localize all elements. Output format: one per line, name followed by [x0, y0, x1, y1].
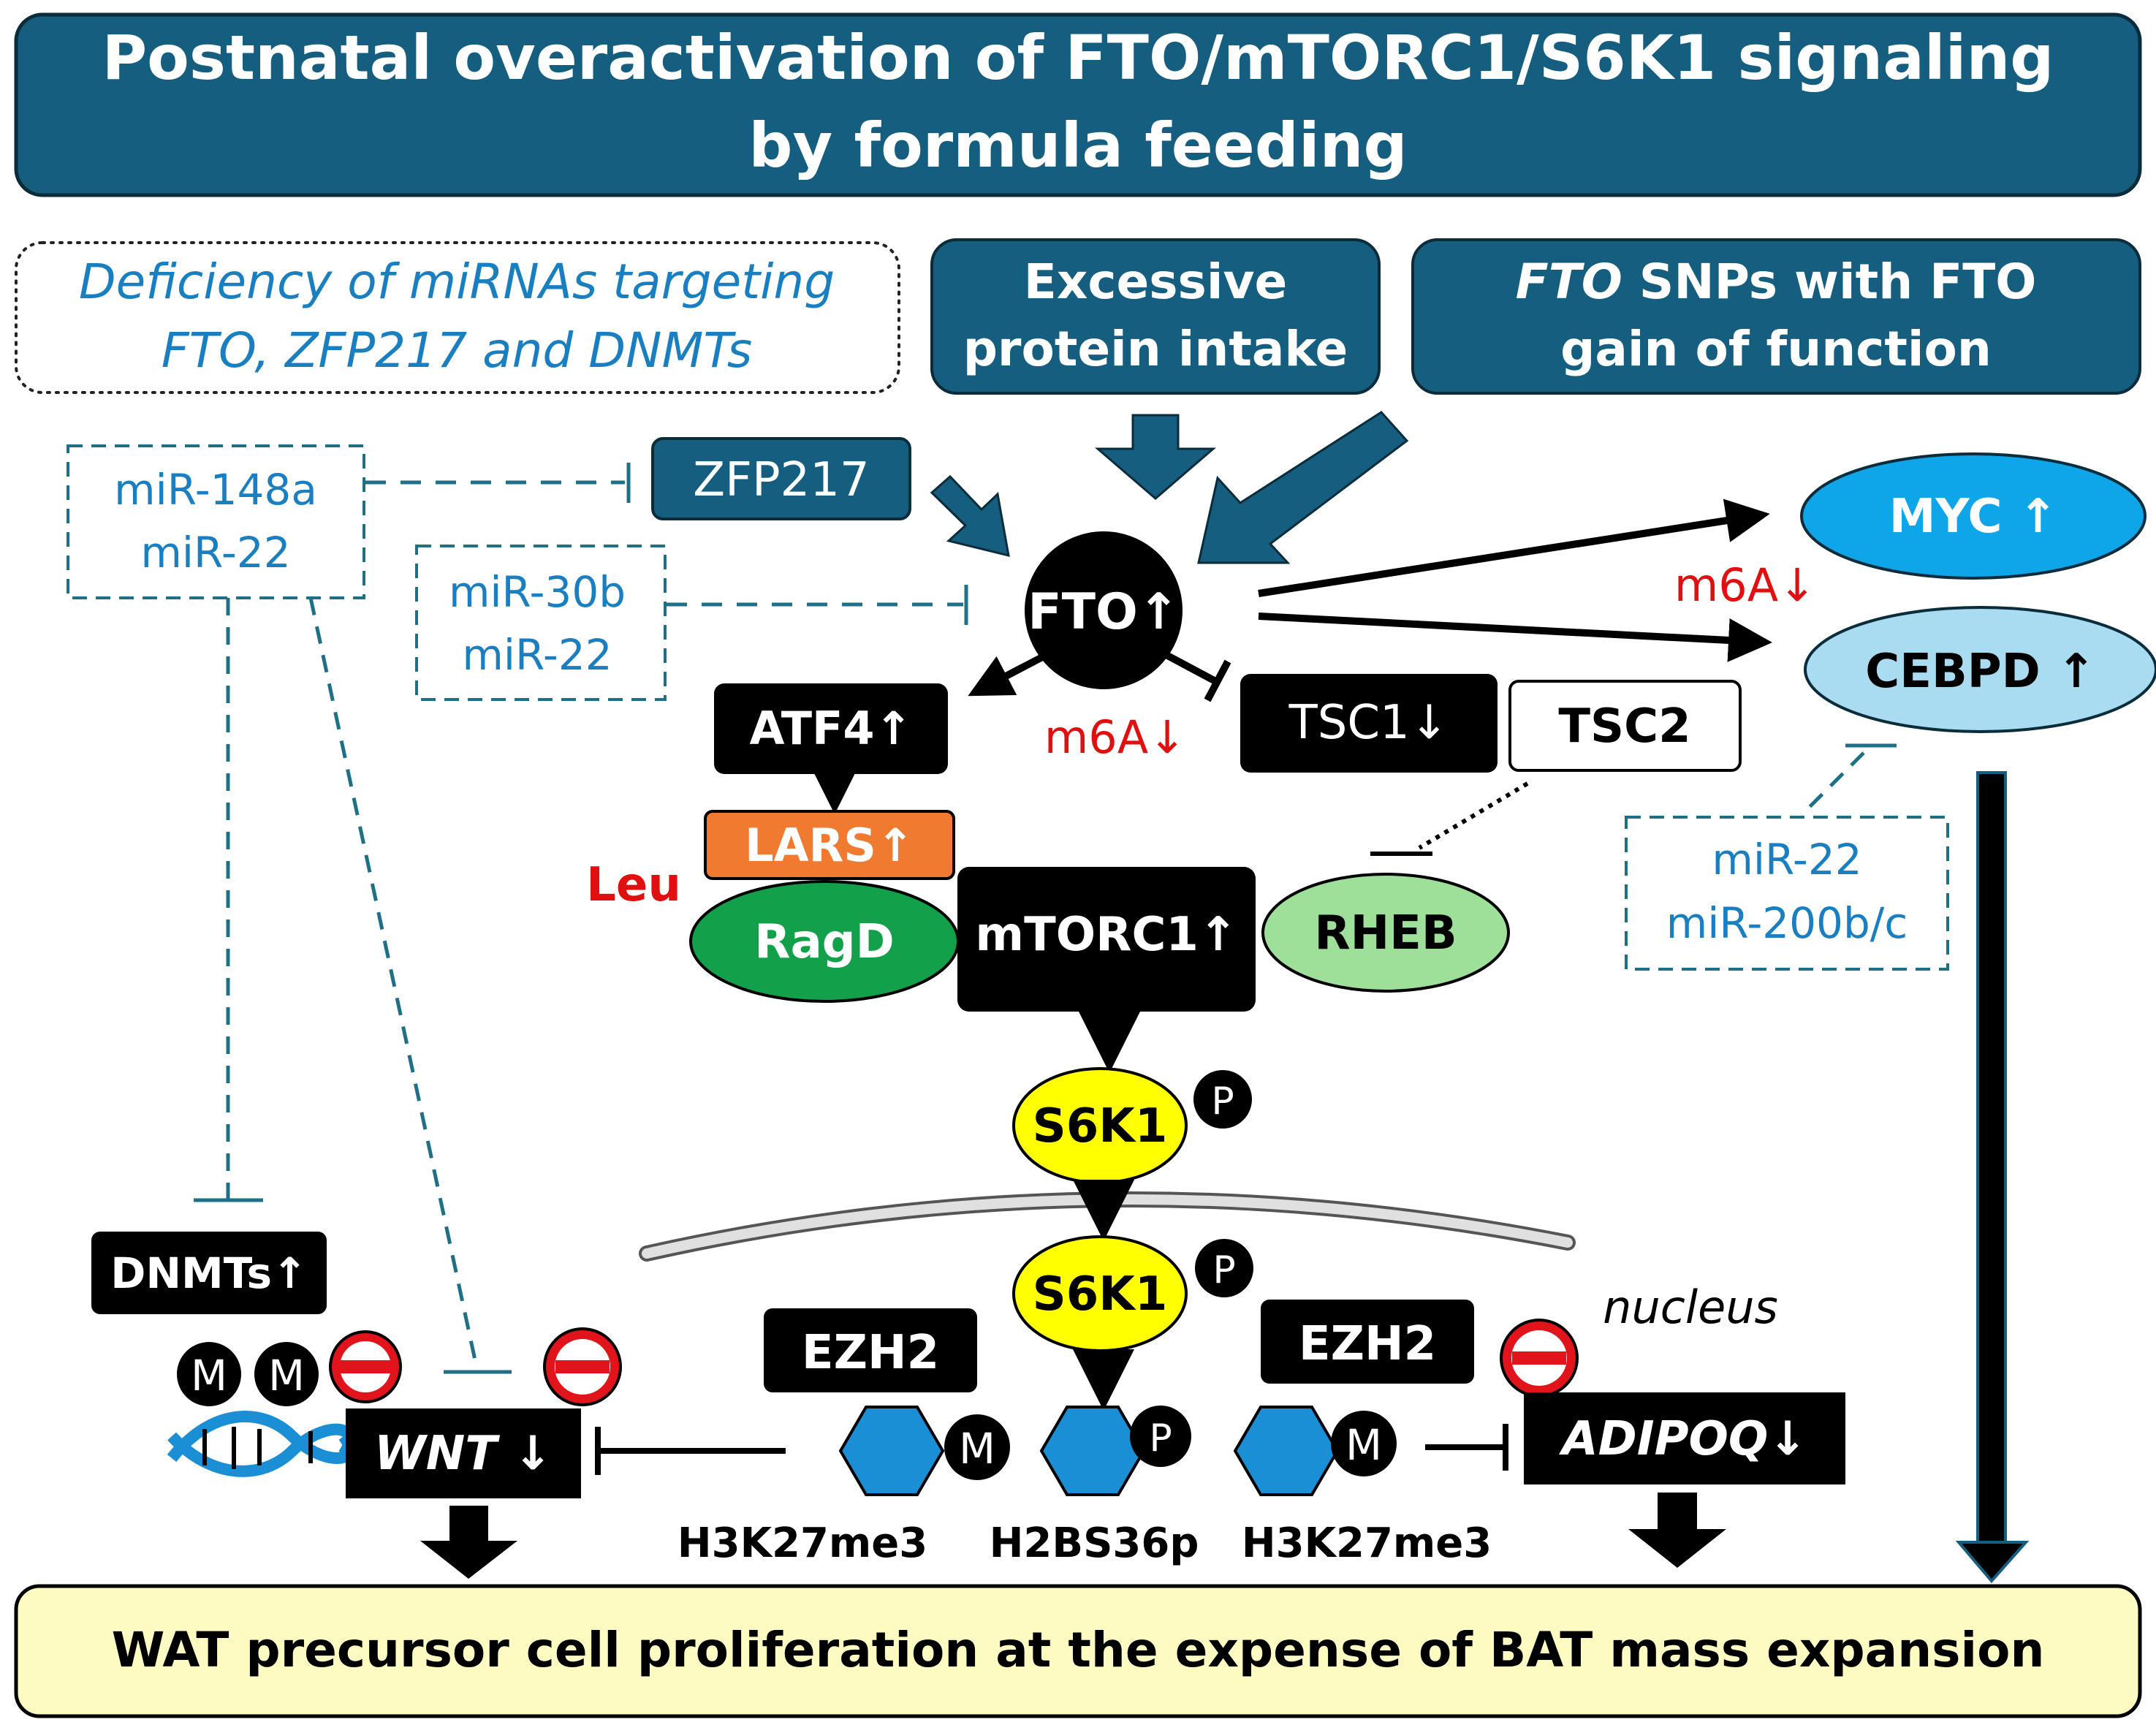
m6a-center-label: m6A↓ [1044, 710, 1186, 764]
stop-sign-icon [329, 1330, 402, 1403]
histone-inhibition-lines [595, 1424, 1508, 1475]
protein-intake-box: Excessive protein intake [930, 238, 1381, 395]
leu-label: Leu [586, 858, 681, 912]
svg-text:EZH2: EZH2 [1299, 1317, 1436, 1371]
svg-text:P: P [1212, 1248, 1235, 1292]
svg-text:EZH2: EZH2 [802, 1326, 939, 1380]
protein-line-1: Excessive [1024, 254, 1288, 310]
svg-text:DNMTs↑: DNMTs↑ [110, 1248, 307, 1298]
protein-line-2: protein intake [963, 321, 1348, 377]
atf4-box: ATF4↑ [714, 683, 948, 774]
svg-text:TSC1↓: TSC1↓ [1288, 696, 1449, 750]
histone-h3k27me3-left: M [838, 1406, 1010, 1496]
svg-text:M: M [191, 1351, 227, 1400]
deficiency-line-2: FTO, ZFP217 and DNMTs [162, 322, 753, 379]
svg-text:RagD: RagD [754, 915, 894, 969]
snp-gene: FTO [1516, 254, 1622, 310]
histone-h2bs36p: P [1039, 1406, 1191, 1496]
myc-node: MYC ↑ [1800, 452, 2146, 580]
title-banner: Postnatal overactivation of FTO/mTORC1/S… [14, 12, 2142, 197]
svg-text:WNT ↓: WNT ↓ [374, 1427, 553, 1481]
adipoq-box: ADIPOQ↓ [1524, 1392, 1845, 1484]
h2bs36p-label: H2BS36p [990, 1520, 1199, 1567]
title-line-2: by formula feeding [748, 110, 1407, 181]
mirna-group-mid: miR-30b miR-22 [415, 545, 667, 701]
snp-to-fto-arrow [1197, 411, 1409, 564]
zfp217-to-fto-arrow [930, 474, 1010, 558]
svg-text:FTO↑: FTO↑ [1028, 583, 1180, 641]
svg-text:mTORC1↑: mTORC1↑ [975, 908, 1237, 962]
cebpd-node: CEBPD ↑ [1804, 606, 2156, 733]
svg-text:LARS↑: LARS↑ [745, 819, 914, 872]
snp-line-2: gain of function [1560, 321, 1992, 377]
mirna-inhibition-lines [194, 463, 1897, 1374]
fto-snp-box: FTO SNPs with FTO gain of function [1411, 238, 2141, 395]
svg-text:ATF4↑: ATF4↑ [750, 702, 913, 755]
s6k1-nucleus: S6K1 P [1012, 1235, 1253, 1352]
protein-to-fto-arrow [1094, 414, 1217, 500]
ezh2-left: EZH2 [764, 1308, 977, 1392]
svg-text:M: M [268, 1351, 305, 1400]
tsc1-box: TSC1↓ [1240, 674, 1498, 773]
svg-text:M: M [959, 1424, 995, 1474]
dnmts-box: DNMTs↑ [91, 1232, 327, 1314]
ragd-node: RagD [689, 880, 960, 1003]
svg-text:WAT precursor cell proliferati: WAT precursor cell proliferation at the … [112, 1622, 2045, 1678]
cebpd-to-outcome-arrow [1955, 771, 2030, 1584]
lars-box: LARS↑ [704, 810, 955, 880]
svg-text:M: M [1345, 1420, 1382, 1470]
title-line-1: Postnatal overactivation of FTO/mTORC1/S… [102, 22, 2054, 94]
phospho-badge [1130, 1406, 1191, 1467]
methyl-badge [944, 1414, 1010, 1480]
mirna-group-right: miR-22 miR-200b/c [1625, 816, 1949, 971]
phospho-badge [1195, 1239, 1253, 1297]
tsc2-box: TSC2 [1508, 680, 1742, 772]
m6a-right-label: m6A↓ [1674, 558, 1816, 612]
svg-text:miR-200b/c: miR-200b/c [1666, 898, 1908, 948]
snp-line-1: SNPs with FTO [1622, 254, 2037, 310]
ezh2-right: EZH2 [1261, 1300, 1474, 1384]
svg-text:miR-30b: miR-30b [449, 567, 626, 617]
stop-sign-icon [543, 1327, 622, 1406]
fto-arrows [968, 498, 1772, 702]
svg-text:P: P [1149, 1417, 1172, 1460]
svg-text:CEBPD ↑: CEBPD ↑ [1865, 645, 2095, 699]
svg-text:ZFP217: ZFP217 [693, 453, 869, 507]
svg-text:TSC2: TSC2 [1558, 699, 1690, 754]
deficiency-line-1: Deficiency of miRNAs targeting [79, 254, 835, 310]
dna-helix-icon [167, 1411, 355, 1477]
wnt-to-outcome-arrow [420, 1506, 517, 1579]
h3k27me3-right-label: H3K27me3 [1242, 1520, 1492, 1567]
svg-text:miR-22: miR-22 [1712, 835, 1861, 884]
svg-text:miR-148a: miR-148a [114, 465, 317, 515]
nucleus-label: nucleus [1603, 1281, 1778, 1334]
s6k1-cytoplasm: S6K1 P [1012, 1067, 1252, 1184]
svg-text:S6K1: S6K1 [1033, 1099, 1168, 1153]
histone-h3k27me3-right: M [1233, 1406, 1397, 1496]
svg-text:ADIPOQ↓: ADIPOQ↓ [1558, 1412, 1807, 1466]
svg-text:miR-22: miR-22 [462, 630, 612, 680]
methyl-badge [1331, 1411, 1397, 1476]
mtorc1-box: mTORC1↑ [957, 867, 1256, 1012]
svg-text:miR-22: miR-22 [140, 528, 290, 577]
stop-sign-icon [1500, 1319, 1579, 1398]
svg-text:FTO SNPs with FTO: FTO SNPs with FTO [1516, 254, 2037, 310]
wnt-box: WNT ↓ [346, 1408, 581, 1498]
outcome-banner: WAT precursor cell proliferation at the … [14, 1584, 2142, 1718]
rheb-node: RHEB [1261, 873, 1510, 993]
phospho-badge [1193, 1070, 1252, 1129]
svg-text:P: P [1211, 1080, 1234, 1123]
adipoq-to-outcome-arrow [1628, 1493, 1726, 1568]
svg-text:S6K1: S6K1 [1033, 1267, 1168, 1321]
dna-methyl-marks: M M [177, 1342, 319, 1406]
mirna-group-left: miR-148a miR-22 [67, 444, 365, 599]
svg-text:MYC ↑: MYC ↑ [1889, 490, 2058, 544]
svg-text:RHEB: RHEB [1314, 906, 1457, 960]
fto-node: FTO↑ [1025, 531, 1183, 689]
tsc-to-rheb-inhibition [1370, 781, 1529, 856]
zfp217-box: ZFP217 [651, 437, 911, 520]
mirna-deficiency-box: Deficiency of miRNAs targeting FTO, ZFP2… [15, 241, 900, 394]
h3k27me3-left-label: H3K27me3 [677, 1520, 927, 1567]
